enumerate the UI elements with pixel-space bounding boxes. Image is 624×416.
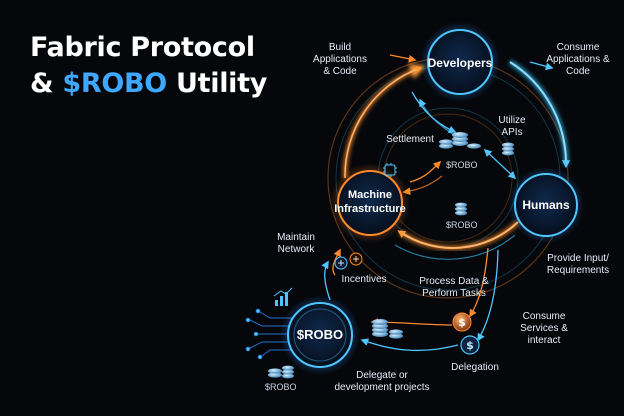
consume-services-label: Consume Services & interact: [520, 311, 568, 346]
maintain-network-label: Maintain Network: [277, 232, 315, 255]
title-suffix: Utility: [166, 68, 268, 99]
coin-stack-icon: [372, 319, 403, 339]
humans-node: [508, 167, 584, 243]
delegate-projects-label: Delegate or development projects: [334, 370, 430, 393]
delegation-label: Delegation: [451, 362, 499, 373]
title-line-1: Fabric Protocol: [30, 32, 255, 63]
coin-label-center-mid: $ROBO: [446, 220, 478, 230]
svg-text:$: $: [466, 339, 474, 352]
plus-icon: [349, 252, 363, 266]
plus-icon: [334, 256, 348, 270]
dollar-coin-icon: $: [452, 312, 472, 332]
main-flow-arcs: [342, 59, 571, 260]
coin-label-center-top: $ROBO: [446, 160, 478, 170]
dollar-coin-icon: $: [460, 335, 480, 355]
humans-label: Humans: [522, 198, 570, 212]
coin-stack-icon: [502, 142, 514, 156]
incentives-label: Incentives: [341, 274, 387, 285]
robo-label: $ROBO: [296, 327, 344, 342]
chip-icon: [383, 163, 397, 177]
title-accent: $ROBO: [62, 68, 167, 99]
utilize-apis-label: Utilize APIs: [498, 115, 526, 138]
machine-node: [330, 163, 410, 243]
machine-infrastructure-label: Machine Infrastructure: [334, 189, 406, 215]
developers-node: [420, 22, 500, 102]
title-line-2: & $ROBO Utility: [30, 66, 267, 102]
coin-label-bottom-left: $ROBO: [265, 382, 297, 392]
page-title: Fabric Protocol & $ROBO Utility: [30, 30, 267, 102]
coin-stack-icon: [455, 202, 467, 216]
coin-stack-icon: [268, 365, 294, 379]
provide-input-label: Provide Input/ Requirements: [546, 253, 610, 276]
build-apps-label: Build Applications & Code: [313, 42, 367, 77]
svg-text:$: $: [458, 316, 466, 329]
process-data-label: Process Data & Perform Tasks: [419, 276, 489, 299]
robo-node: [280, 295, 360, 375]
bar-chart-icon: [273, 287, 293, 306]
coin-stack-icon: [439, 132, 481, 149]
developers-label: Developers: [427, 56, 493, 70]
consume-apps-label: Consume Applications & Code: [546, 42, 610, 77]
settlement-label: Settlement: [386, 134, 434, 145]
title-prefix: &: [30, 68, 63, 99]
